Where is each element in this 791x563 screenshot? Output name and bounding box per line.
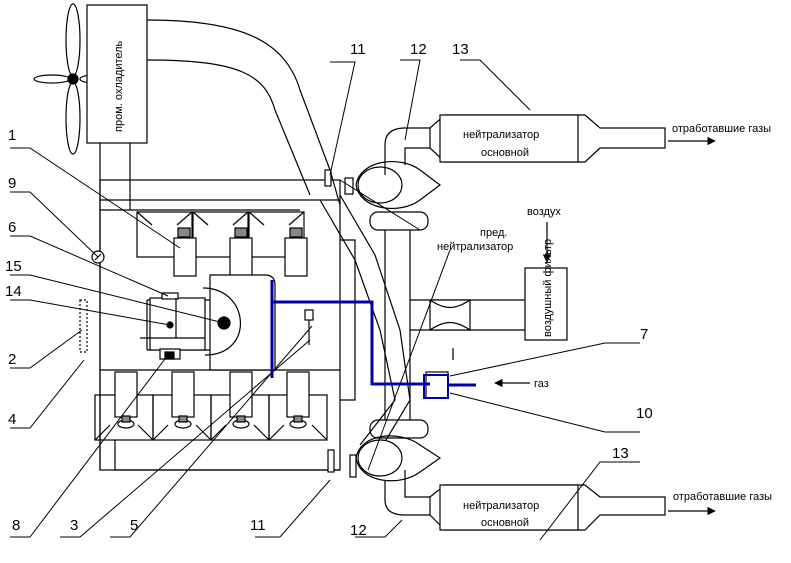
callout-9: 9 — [8, 175, 16, 192]
air-filter — [524, 267, 568, 341]
callout-11-top: 11 — [350, 41, 366, 58]
intercooler-box — [86, 4, 148, 144]
catalyst-top-label-2: основной — [481, 147, 529, 159]
main-catalyst-top — [429, 114, 666, 163]
callout-13-top: 13 — [452, 41, 469, 58]
gas-label: газ — [534, 378, 549, 390]
air-filter-label: воздушный фильтр — [542, 239, 554, 337]
callout-5: 5 — [130, 517, 138, 534]
timing-gear — [79, 299, 88, 353]
exhaust-label-top: отработавшие газы — [672, 123, 771, 135]
lower-cylinders — [94, 371, 328, 441]
callout-12-top: 12 — [410, 41, 427, 58]
upper-turbo — [355, 161, 441, 231]
callout-14: 14 — [5, 283, 22, 300]
callout-12-bottom: 12 — [350, 522, 367, 539]
intake-manifold — [209, 274, 276, 371]
catalyst-top-label-1: нейтрализатор — [463, 129, 539, 141]
upper-cylinders — [136, 211, 308, 277]
callout-2: 2 — [8, 351, 16, 368]
mixer-housing — [429, 299, 471, 331]
precatalyst-label-2: нейтрализатор — [437, 241, 513, 253]
precatalyst-label-1: пред. — [480, 227, 507, 239]
callout-15: 15 — [5, 258, 22, 275]
lower-turbo — [355, 419, 442, 482]
callout-1: 1 — [8, 127, 16, 144]
callout-3: 3 — [70, 517, 78, 534]
callout-6: 6 — [8, 219, 16, 236]
intercooler-label: пром. охладитель — [113, 40, 125, 132]
main-catalyst-bottom — [429, 484, 666, 531]
callout-4: 4 — [8, 411, 16, 428]
callout-10: 10 — [636, 405, 653, 422]
catalyst-bottom-label-1: нейтрализатор — [463, 500, 539, 512]
callout-7: 7 — [640, 326, 648, 343]
catalyst-bottom-label-2: основной — [481, 517, 529, 529]
air-label: воздух — [527, 206, 561, 218]
throttle-body — [149, 297, 206, 351]
callout-11-bottom: 11 — [250, 517, 266, 534]
callout-13-bottom: 13 — [612, 445, 629, 462]
callout-8: 8 — [12, 517, 20, 534]
gas-line — [270, 280, 430, 386]
exhaust-label-bottom: отработавшие газы — [673, 491, 772, 503]
